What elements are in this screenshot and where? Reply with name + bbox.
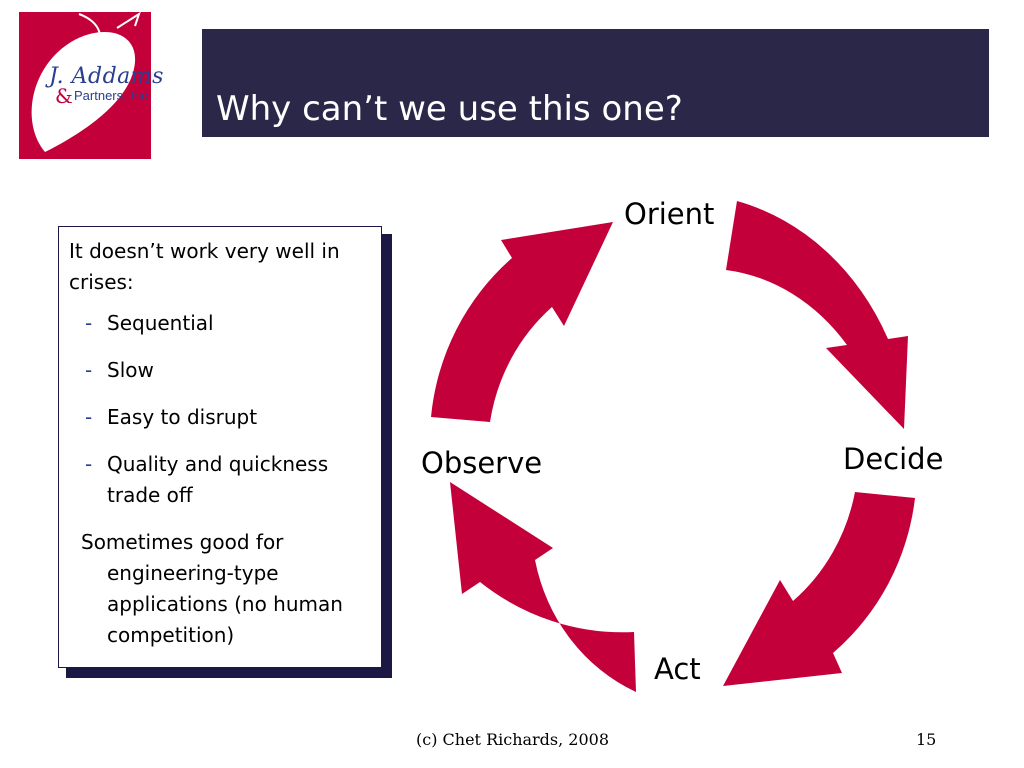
text-box: It doesn’t work very well in crises: -Se… <box>58 226 382 668</box>
cycle-diagram <box>431 201 915 692</box>
bullet-text: Slow <box>107 358 154 382</box>
company-logo: J. Addams & Partners, Inc. <box>19 12 163 159</box>
bullet-dash: - <box>85 405 93 429</box>
footer-copyright: (c) Chet Richards, 2008 <box>416 730 610 749</box>
list-item: -Slow <box>69 355 373 386</box>
arrow-orient-to-decide <box>726 201 908 429</box>
intro-text: It doesn’t work very well in crises: <box>69 239 340 294</box>
slide-title: Why can’t we use this one? <box>216 89 683 129</box>
bullet-text: Easy to disrupt <box>107 405 258 429</box>
logo-name: J. Addams <box>49 64 164 89</box>
arrow-act-to-observe <box>450 482 636 692</box>
bullet-dash: - <box>85 452 93 476</box>
logo-subtitle: Partners, Inc. <box>74 88 152 103</box>
page-number: 15 <box>916 730 937 749</box>
logo-swoosh-icon <box>31 12 141 152</box>
bullet-dash: - <box>85 311 93 335</box>
list-item: -Quality and quickness trade off <box>69 449 373 511</box>
bullet-text: Quality and quickness trade off <box>107 452 329 507</box>
node-act: Act <box>654 652 701 686</box>
list-item: -Easy to disrupt <box>69 402 373 433</box>
node-orient: Orient <box>624 197 715 231</box>
bullet-dash: - <box>85 358 93 382</box>
arrow-observe-to-orient <box>431 222 613 422</box>
tail-text: Sometimes good for engineering-type appl… <box>81 530 343 647</box>
list-item: -Sequential <box>69 308 373 339</box>
node-decide: Decide <box>843 442 944 476</box>
title-bar: Why can’t we use this one? <box>202 29 989 137</box>
node-observe: Observe <box>421 446 543 480</box>
bullet-text: Sequential <box>107 311 214 335</box>
arrow-decide-to-act <box>723 492 915 686</box>
bullet-list: -Sequential -Slow -Easy to disrupt -Qual… <box>69 308 373 511</box>
logo-ampersand: & <box>55 84 73 108</box>
